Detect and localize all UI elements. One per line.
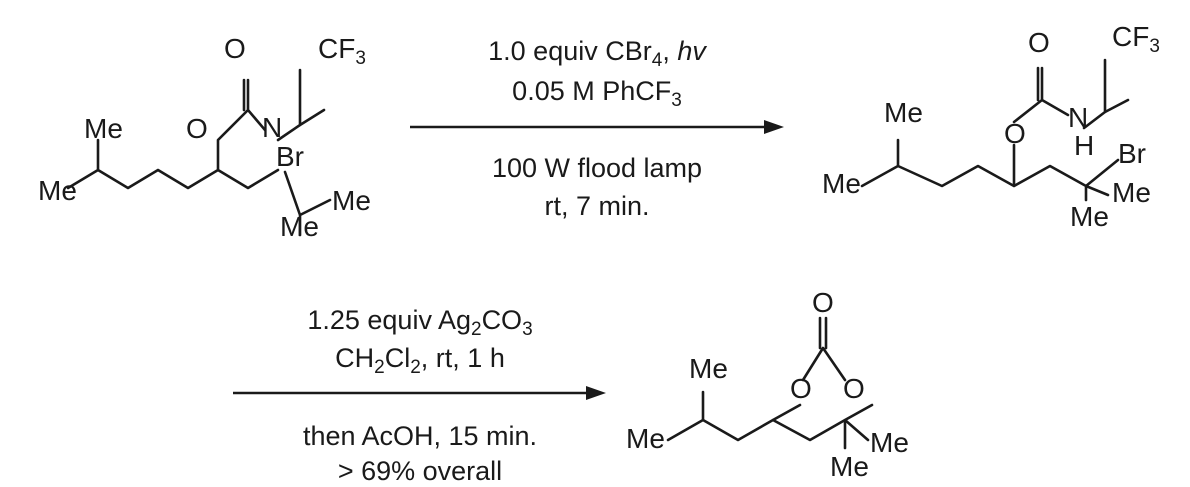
step1-reagent-line2: 0.05 M PhCF3	[512, 76, 682, 111]
step1-reagent-line1: 1.0 equiv CBr4, hv	[488, 36, 707, 71]
int-nitrogen: N	[1068, 102, 1088, 133]
int-oxygen-carbonyl: O	[1028, 27, 1050, 58]
reaction-arrow-2	[233, 386, 606, 400]
sm-nitrogen: N	[262, 112, 282, 143]
int-cf3-group: CF3	[1112, 21, 1160, 57]
arrow-2-head	[586, 386, 606, 400]
prod-oxygen-ring-right: O	[843, 373, 865, 404]
step1-condition-line2: rt, 7 min.	[544, 191, 649, 221]
prod-me-label-1: Me	[626, 423, 665, 454]
step2-reagent-line2: CH2Cl2, rt, 1 h	[335, 343, 505, 378]
int-hydrogen: H	[1074, 130, 1094, 161]
step2-reagent-line1: 1.25 equiv Ag2CO3	[307, 305, 532, 340]
int-oxygen-ester: O	[1004, 118, 1026, 149]
sm-cf3-group: CF3	[318, 33, 366, 69]
reaction-arrow-1	[410, 120, 784, 134]
int-bonds	[860, 58, 1130, 202]
sm-me-label-1: Me	[38, 175, 77, 206]
sm-me-label-4: Me	[280, 211, 319, 242]
sm-oxygen-ester: O	[186, 113, 208, 144]
prod-me-label-4: Me	[830, 451, 869, 482]
int-me-label-2: Me	[884, 97, 923, 128]
int-me-label-4: Me	[1070, 201, 1109, 232]
prod-me-label-2: Me	[689, 353, 728, 384]
prod-bonds	[666, 316, 874, 450]
arrow-1-head	[764, 120, 784, 134]
sm-bonds	[66, 68, 332, 237]
sm-me-label-3: Me	[332, 185, 371, 216]
starting-material-structure: Me Me O O N Br Me Me CF3	[38, 33, 371, 242]
sm-bromine: Br	[276, 141, 304, 172]
step2-condition-line2: > 69% overall	[338, 456, 502, 486]
sm-oxygen-carbonyl: O	[224, 33, 246, 64]
int-bromine: Br	[1118, 138, 1146, 169]
int-me-label-3: Me	[1112, 177, 1151, 208]
prod-oxygen-carbonyl: O	[812, 287, 834, 318]
step2-condition-line1: then AcOH, 15 min.	[303, 421, 537, 451]
sm-me-label-2: Me	[84, 113, 123, 144]
int-me-label-1: Me	[822, 168, 861, 199]
intermediate-structure: Me Me O O N H Br Me Me CF3	[822, 21, 1160, 232]
product-structure: Me Me O O O Me Me	[626, 287, 909, 482]
step1-condition-line1: 100 W flood lamp	[492, 153, 702, 183]
prod-me-label-3: Me	[870, 427, 909, 458]
prod-oxygen-ring-left: O	[790, 373, 812, 404]
